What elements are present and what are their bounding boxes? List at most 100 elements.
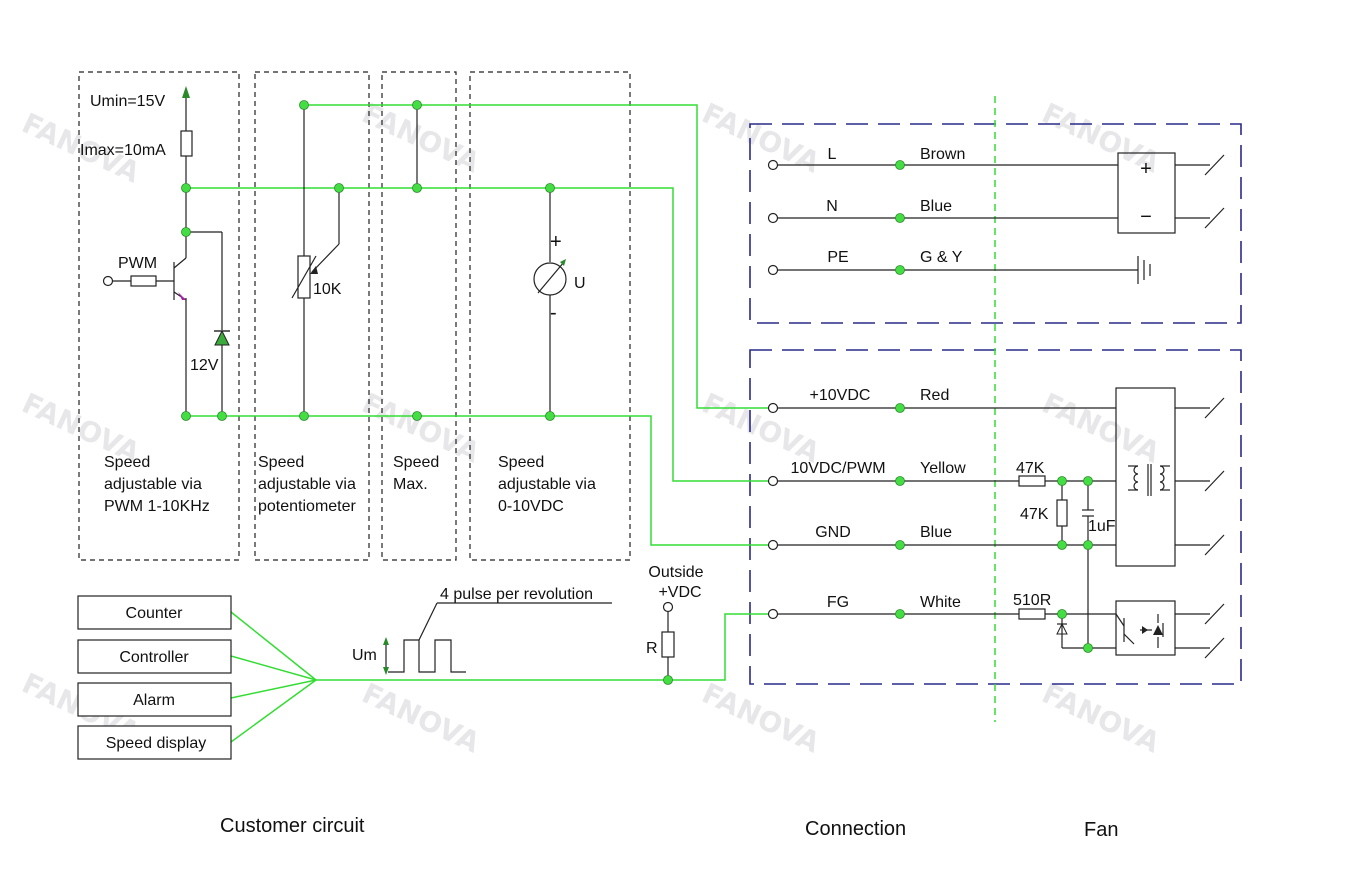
pwm-input-terminal (102, 275, 114, 287)
limit-resistor (180, 130, 193, 157)
watermark: FANOVA (697, 676, 825, 759)
section-fan: Fan (1084, 819, 1118, 841)
pulse-caption: 4 pulse per revolution (440, 586, 593, 603)
watermark: FANOVA (1037, 386, 1165, 469)
wire-counter (230, 611, 317, 681)
outside-label: Outside (648, 564, 703, 581)
cap-label: 1uF (1088, 518, 1116, 535)
box2-line3: potentiometer (258, 498, 357, 515)
wire-speed-display (230, 679, 317, 743)
color-brown: Brown (920, 146, 965, 163)
terminal-l (767, 159, 779, 171)
watermark: FANOVA (697, 96, 825, 179)
speed-display-box (77, 725, 232, 760)
symbol-fills (178, 86, 1163, 675)
optocoupler (1115, 600, 1176, 656)
r3-label: 510R (1013, 592, 1051, 609)
color-white: White (920, 594, 961, 611)
wire-pwm (186, 187, 773, 482)
pin-fg: FG (827, 594, 849, 611)
amp-arrow-up-icon (383, 637, 389, 645)
device-boxes (77, 595, 232, 760)
box1-line3: PWM 1-10KHz (104, 498, 210, 515)
resistor-510r (1018, 608, 1046, 620)
transformer-icon (1133, 465, 1139, 491)
potentiometer-box (254, 71, 370, 561)
imax-label: Imax=10mA (80, 142, 166, 159)
wire-alarm (230, 679, 317, 699)
outside-vdc-label: +VDC (658, 584, 701, 601)
pot-label: 10K (313, 281, 342, 298)
zener-label: 12V (190, 357, 219, 374)
box3-line1: Speed (393, 454, 439, 471)
color-red: Red (920, 387, 949, 404)
fg-diode-icon (1056, 622, 1068, 635)
r1-label: 47K (1016, 460, 1045, 477)
meter-u-label: U (574, 275, 586, 292)
fan-driver-unit (1115, 387, 1176, 567)
green-wires (186, 104, 773, 743)
watermark: FANOVA (357, 96, 485, 179)
pullup-resistor (661, 631, 675, 658)
device-alarm: Alarm (133, 692, 175, 709)
color-blue-n: Blue (920, 198, 952, 215)
pin-pe: PE (827, 249, 848, 266)
section-connection: Connection (805, 818, 906, 840)
terminal-pe (767, 264, 779, 276)
pullup-resistor-label: R (646, 640, 658, 657)
watermark: FANOVA (1037, 676, 1165, 759)
outside-vdc-terminal (662, 601, 674, 613)
customer-boxes (78, 71, 631, 561)
box3-line2: Max. (393, 476, 428, 493)
emitter-arrow-icon (178, 292, 186, 300)
box2-line1: Speed (258, 454, 304, 471)
wire-controller (230, 655, 317, 681)
resistor-47k-shunt (1056, 499, 1068, 527)
speed-max-box (381, 71, 457, 561)
box4-line2: adjustable via (498, 476, 596, 493)
amp-arrow-down-icon (383, 667, 389, 675)
terminal-gnd (767, 539, 779, 551)
pin-plus10v: +10VDC (810, 387, 871, 404)
device-controller: Controller (119, 649, 189, 666)
terminal-fg (767, 608, 779, 620)
color-yellow: Yellow (920, 460, 966, 477)
color-gy: G & Y (920, 249, 963, 266)
pot-arrow-icon (310, 266, 318, 274)
watermark: FANOVA (697, 386, 825, 469)
wire-fg (316, 613, 773, 681)
box4-line1: Speed (498, 454, 544, 471)
base-resistor (130, 275, 157, 287)
color-blue-gnd: Blue (920, 524, 952, 541)
zener-diode-icon (214, 329, 230, 346)
meter-plus-label: + (550, 231, 562, 253)
junction-nodes (181, 100, 1093, 685)
box4-line3: 0-10VDC (498, 498, 564, 515)
box1-line2: adjustable via (104, 476, 202, 493)
pin-gnd: GND (815, 524, 851, 541)
fan-power-unit (1117, 152, 1176, 234)
watermark: FANOVA (357, 676, 485, 759)
section-customer: Customer circuit (220, 815, 365, 837)
pwm-label: PWM (118, 255, 157, 272)
pin-l: L (828, 146, 837, 163)
fan-minus-label: − (1140, 206, 1152, 228)
device-counter: Counter (126, 605, 184, 622)
arrow-up-icon (182, 86, 190, 98)
pin-pwm: 10VDC/PWM (790, 460, 885, 477)
r2-label: 47K (1020, 506, 1049, 523)
labels: Umin=15V Imax=10mA PWM 12V 10K + - U Spe… (80, 93, 1152, 841)
controller-box (77, 639, 232, 674)
terminals (102, 159, 779, 620)
terminal-plus10v (767, 402, 779, 414)
alarm-box (77, 682, 232, 717)
led-icon (1153, 625, 1163, 635)
fan-plus-label: + (1140, 158, 1152, 180)
pulse-amplitude-label: Um (352, 647, 377, 664)
pulse-waveform (388, 639, 466, 673)
photo-arrow-icon (1142, 626, 1148, 634)
box2-line2: adjustable via (258, 476, 356, 493)
umin-label: Umin=15V (90, 93, 165, 110)
terminal-n (767, 212, 779, 224)
